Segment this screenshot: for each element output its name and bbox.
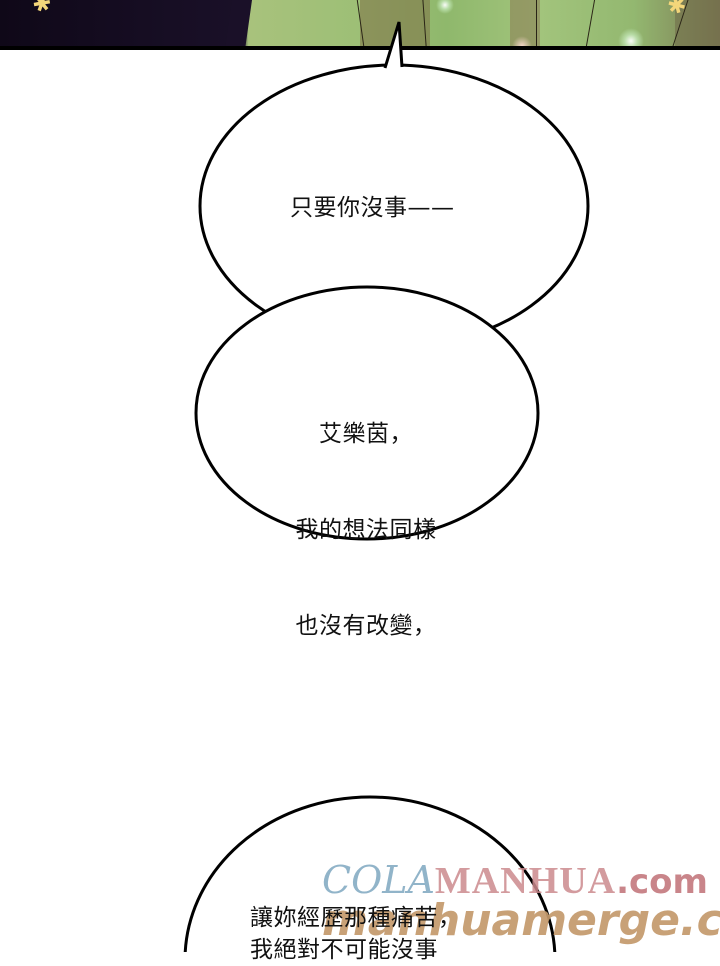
bubble-1-text: 只要你沒事—— [290, 195, 455, 221]
bubble-2-line-2: 我的想法同樣 [295, 517, 437, 543]
bubble-2-line-1: 艾樂茵， [319, 421, 413, 447]
speech-bubble-1 [198, 21, 590, 349]
watermark-merge: manhuamerge.com [322, 895, 720, 946]
speech-bubble-2 [194, 285, 540, 541]
tree-trunk-shadow [675, 0, 720, 46]
watermark-cola: COLA [322, 858, 435, 902]
speech-bubble-3 [183, 795, 557, 952]
bubble-3-line-1: 讓妳經歷那種痛苦， [250, 905, 462, 931]
dark-background [0, 0, 245, 46]
bubble-2-line-3: 也沒有改變， [295, 613, 437, 639]
light-sparkle [618, 28, 644, 46]
light-sparkle [512, 36, 532, 46]
watermark-colamanhua: COLAMANHUA.com [322, 860, 708, 902]
panel-border [0, 46, 720, 50]
tree-line [536, 0, 537, 46]
watermark-manhua: MANHUA [434, 860, 617, 902]
bubble-2-text: 艾樂茵， 我的想法同樣 也沒有改變， [246, 354, 486, 674]
bubble-3-line-2: 我絕對不可能沒事 [250, 937, 438, 963]
light-sparkle [436, 0, 454, 14]
watermark-domain: .com [616, 862, 708, 902]
top-scene-panel: ✱ ✱ [0, 0, 720, 46]
